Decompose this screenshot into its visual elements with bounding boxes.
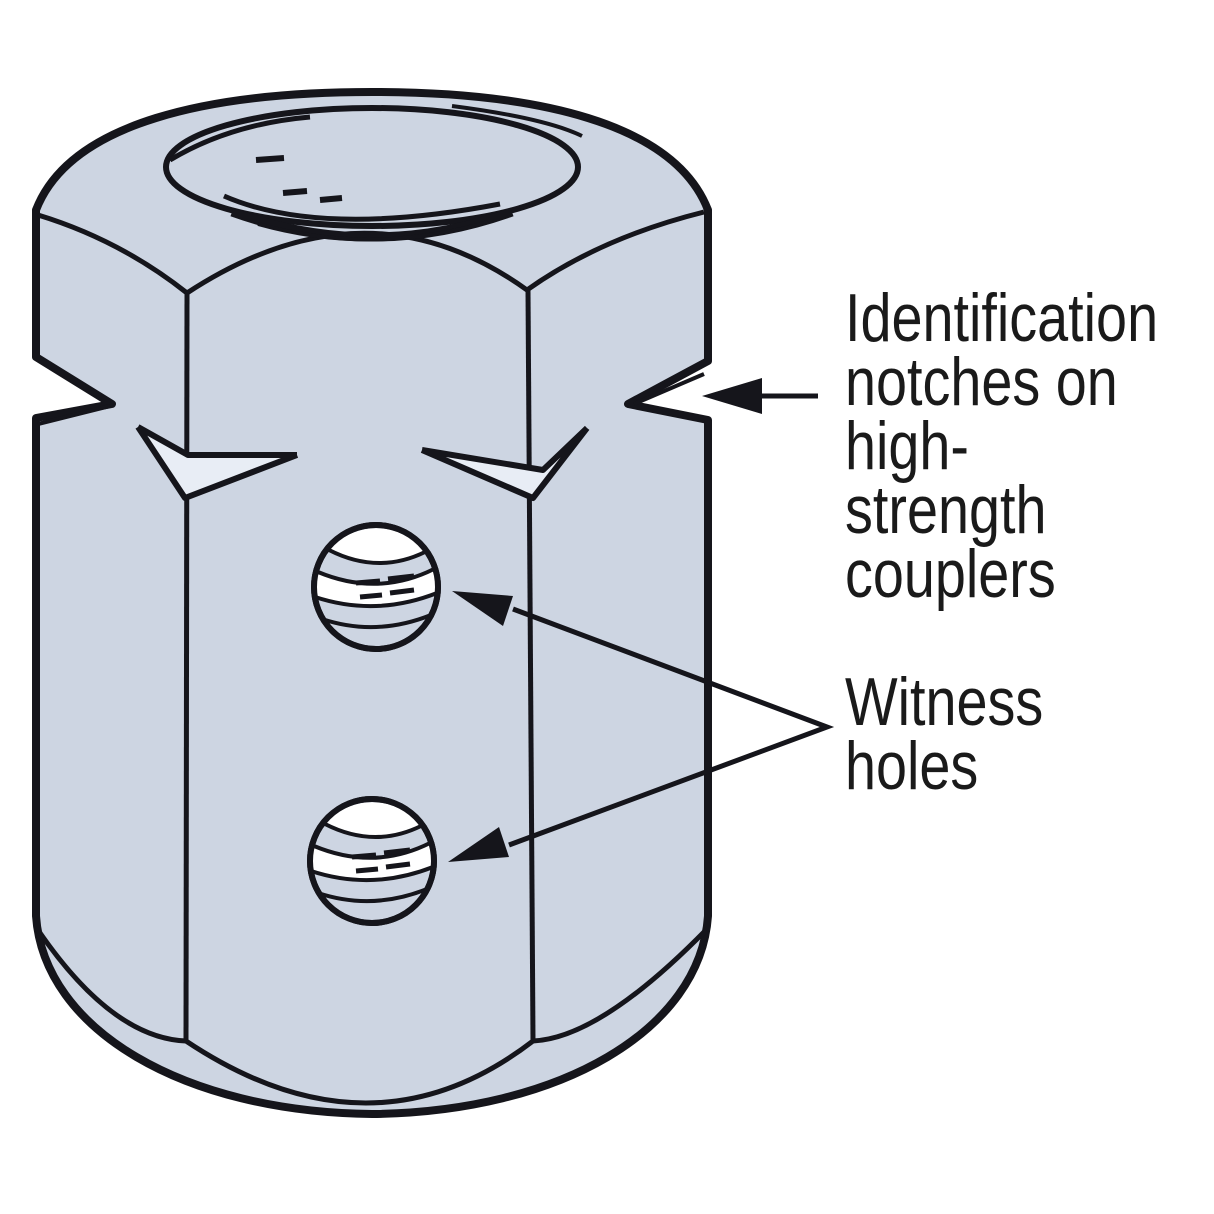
arrow-upper-left-icon [452,591,513,626]
witness-hole-upper [314,525,438,649]
witness-pointer-arrows [448,591,835,862]
identification-notch-left-edge [37,404,111,426]
identification-notch-right-face [420,425,590,501]
arrow-left-icon [702,378,762,414]
bore-inner-arc [257,220,489,242]
witness-hole-lower [310,799,434,923]
chamfer-ellipse [163,105,581,229]
top-opening [163,105,581,242]
face-bottom-arcs [35,928,708,1106]
bore-bottom-arc [230,207,514,242]
identification-notch-right-edge [633,372,705,406]
arrow-lower-left-icon [448,827,509,862]
face-edge-left [183,292,190,1042]
witness-holes-label: Witness holes [845,664,1044,804]
rim-highlight-arc [451,104,583,138]
thread-arc-upper-left [168,114,311,163]
thread-dashes [255,155,343,203]
face-edge-right [525,289,536,1042]
notch-pointer-arrow [702,378,818,414]
thread-arc-long [222,193,501,222]
identification-notch-left-face [135,424,299,501]
identification-notches-label: Identification notches on high-strength … [845,280,1159,612]
